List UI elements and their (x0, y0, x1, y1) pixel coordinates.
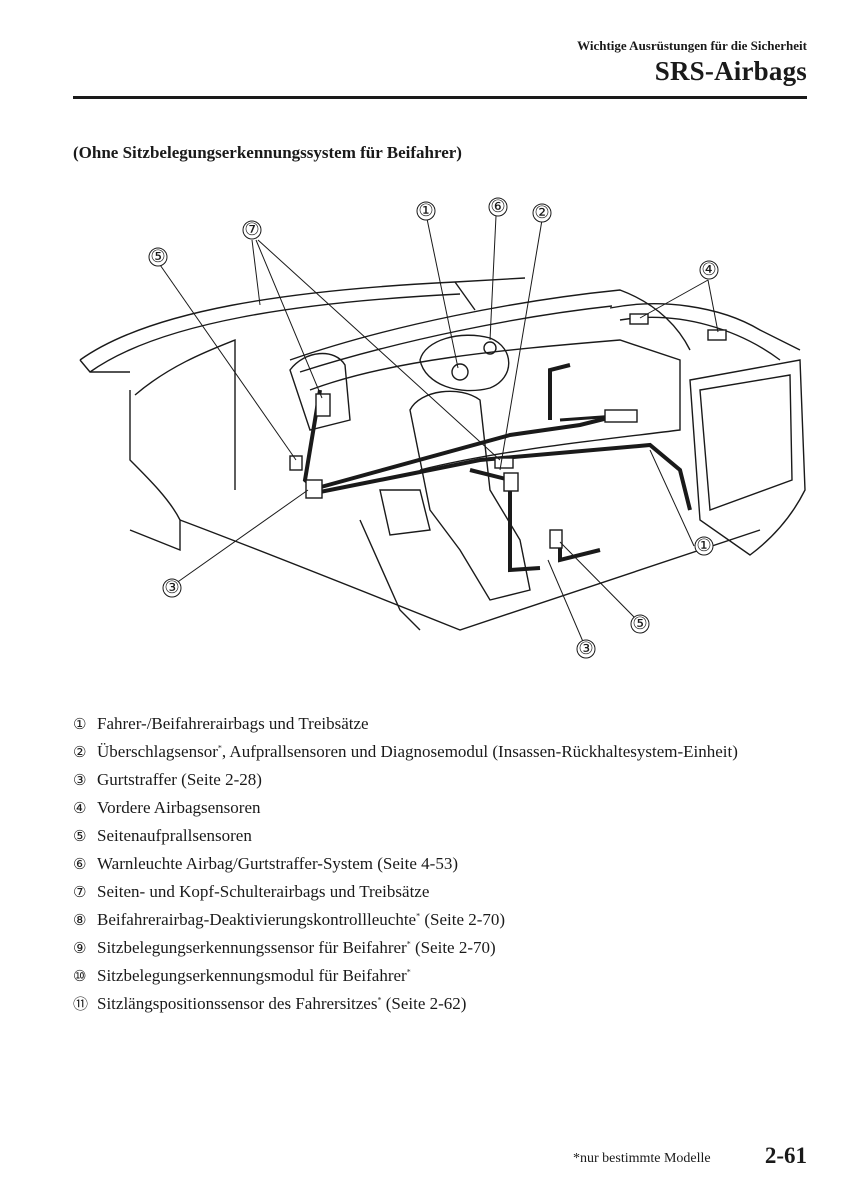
legend-number: ③ (73, 771, 87, 789)
diagram-subheading: (Ohne Sitzbelegungserkennungssystem für … (73, 143, 462, 162)
callout-3-left (162, 578, 182, 598)
asterisk: * (416, 911, 421, 921)
front-door (689, 359, 806, 556)
rear-door (129, 390, 181, 552)
legend-item: ⑦ Seiten- und Kopf-Schulterairbags und Tr… (73, 878, 793, 906)
legend-item: ⑧ Beifahrerairbag-Deaktivierungskontrolll… (73, 906, 793, 934)
front-sensor-1 (629, 313, 649, 325)
callout-label: ② (534, 203, 549, 223)
legend-text: Vordere Airbagsensoren (97, 798, 261, 817)
legend-item: ③ Gurtstraffer (Seite 2-28) (73, 766, 793, 794)
callout-5-right (630, 614, 650, 634)
legend-item: ② Überschlagsensor*, Aufprallsensoren und… (73, 738, 793, 766)
legend-text-suffix: , Aufprallsensoren und Diagnosemodul (In… (221, 742, 738, 761)
legend-number: ⑦ (73, 883, 87, 901)
callout-6 (488, 197, 508, 217)
legend-item: ⑨ Sitzbelegungserkennungssensor für Beifa… (73, 934, 793, 962)
legend-text: Seitenaufprallsensoren (97, 826, 252, 845)
section-header: Wichtige Ausrüstungen für die Sicherheit (577, 38, 807, 53)
side-sensor-b (289, 455, 303, 471)
legend-item: ⑪ Sitzlängspositionssensor des Fahrersitz… (73, 990, 793, 1018)
callout-label: ① (696, 536, 711, 556)
legend-number: ① (73, 715, 87, 733)
legend-text: Gurtstraffer (Seite 2-28) (97, 770, 262, 789)
driver-seat (409, 390, 531, 601)
legend-text-suffix: (Seite 2-70) (420, 910, 506, 929)
callout-label: ⑤ (632, 614, 647, 634)
legend-item: ⑩ Sitzbelegungserkennungsmodul für Beifah… (73, 962, 793, 990)
header-rule (73, 96, 807, 99)
callout-5-left (148, 247, 168, 267)
callout-2 (532, 203, 552, 223)
roof-line (79, 277, 526, 361)
legend-text: Sitzlängspositionssensor des Fahrersitze… (97, 994, 378, 1013)
component-legend: ① Fahrer-/Beifahrerairbags und Treibsätze… (73, 710, 793, 1018)
legend-text: Überschlagsensor (97, 742, 218, 761)
callout-1-right (694, 536, 714, 556)
center-buckle (494, 457, 514, 469)
page-title: SRS-Airbags (654, 56, 807, 86)
steering-wheel (419, 334, 510, 392)
asterisk: * (406, 939, 411, 949)
legend-item: ⑥ Warnleuchte Airbag/Gurtstraffer-System … (73, 850, 793, 878)
legend-number: ② (73, 743, 87, 761)
wiring-harness (309, 413, 621, 492)
legend-text: Beifahrerairbag-Deaktivierungskontrollle… (97, 910, 417, 929)
legend-item: ① Fahrer-/Beifahrerairbags und Treibsätze (73, 710, 793, 738)
legend-text: Sitzbelegungserkennungsmodul für Beifahr… (97, 966, 407, 985)
callout-3-right (576, 639, 596, 659)
legend-number: ⑥ (73, 855, 87, 873)
legend-number: ⑤ (73, 827, 87, 845)
legend-text-suffix: (Seite 2-62) (381, 994, 467, 1013)
front-sensor-2 (707, 329, 727, 341)
legend-number: ⑧ (73, 911, 87, 929)
dashboard (309, 339, 681, 471)
callout-label: ④ (701, 260, 716, 280)
callout-label: ③ (578, 639, 593, 659)
legend-item: ⑤ Seitenaufprallsensoren (73, 822, 793, 850)
callout-label: ⑦ (244, 220, 259, 240)
legend-number: ⑨ (73, 939, 87, 957)
legend-number: ⑩ (73, 967, 87, 985)
side-sensor-front (549, 529, 563, 549)
legend-text: Seiten- und Kopf-Schulterairbags und Tre… (97, 882, 430, 901)
pretensioner-left (305, 479, 323, 499)
callout-4 (699, 260, 719, 280)
callout-7 (242, 220, 262, 240)
legend-text: Sitzbelegungserkennungssensor für Beifah… (97, 938, 407, 957)
callout-label: ⑥ (490, 197, 505, 217)
callout-label: ③ (164, 578, 179, 598)
asterisk: * (217, 743, 222, 753)
page-number: 2-61 (764, 1143, 807, 1168)
airbag-system-diagram: ① ⑥ ② ⑦ ⑤ ④ ① ③ ⑤ ③ (79, 197, 806, 659)
callout-1-top (416, 201, 436, 221)
side-airbag-rear (315, 393, 331, 417)
asterisk: * (406, 967, 411, 977)
legend-number: ⑪ (73, 995, 89, 1013)
callout-markers (148, 197, 719, 659)
rear-seat (289, 352, 351, 431)
legend-text: Warnleuchte Airbag/Gurtstraffer-System (… (97, 854, 459, 873)
legend-number: ④ (73, 799, 87, 817)
asterisk: * (377, 995, 382, 1005)
footnote: *nur bestimmte Modelle (573, 1151, 711, 1166)
callout-label: ⑤ (150, 247, 165, 267)
leader-lines (157, 213, 719, 645)
pretensioner-front (503, 472, 519, 492)
hood (609, 303, 801, 351)
legend-item: ④ Vordere Airbagsensoren (73, 794, 793, 822)
sas-unit (604, 409, 638, 423)
legend-text: Fahrer-/Beifahrerairbags und Treibsätze (97, 714, 369, 733)
floor-line (179, 519, 761, 631)
a-pillar (79, 359, 130, 373)
callout-label: ① (418, 201, 433, 221)
legend-text-suffix: (Seite 2-70) (410, 938, 496, 957)
